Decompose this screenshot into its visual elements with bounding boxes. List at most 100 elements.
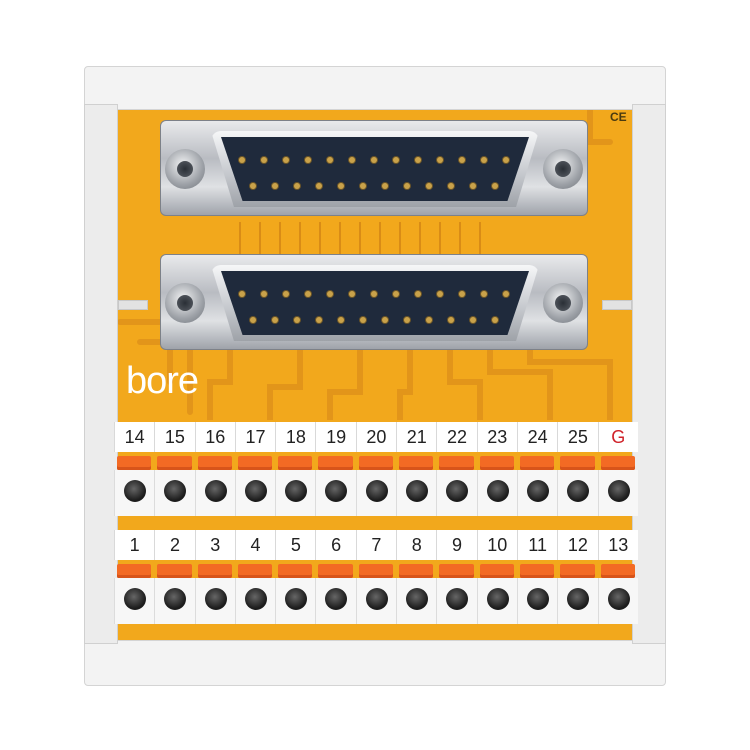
terminal-label: 23: [476, 422, 517, 452]
wire-entry-hole[interactable]: [204, 588, 227, 610]
release-lever[interactable]: [358, 564, 394, 578]
wire-entry-hole[interactable]: [325, 588, 348, 610]
terminal[interactable]: 23: [476, 422, 517, 516]
wire-entry-hole[interactable]: [607, 588, 630, 610]
wire-entry-hole[interactable]: [486, 480, 509, 502]
release-lever[interactable]: [399, 564, 434, 578]
release-lever[interactable]: [237, 456, 273, 470]
release-lever[interactable]: [157, 456, 192, 470]
release-lever[interactable]: [237, 564, 273, 578]
wire-entry-hole[interactable]: [285, 480, 308, 502]
terminal-body: [275, 578, 316, 624]
wire-entry-hole[interactable]: [204, 480, 227, 502]
terminal[interactable]: 13: [597, 530, 638, 624]
release-lever[interactable]: [358, 456, 394, 470]
release-lever[interactable]: [197, 456, 232, 470]
release-lever[interactable]: [117, 456, 152, 470]
pin: [272, 317, 278, 323]
release-lever[interactable]: [439, 564, 474, 578]
release-lever[interactable]: [479, 456, 514, 470]
terminal-label: 4: [234, 530, 276, 560]
terminal[interactable]: 8: [396, 530, 437, 624]
wire-entry-hole[interactable]: [124, 480, 146, 502]
terminal-label: 8: [396, 530, 437, 560]
release-lever[interactable]: [560, 456, 595, 470]
release-lever[interactable]: [318, 456, 353, 470]
terminal[interactable]: 15: [154, 422, 195, 516]
release-lever[interactable]: [519, 456, 555, 470]
release-lever[interactable]: [157, 564, 192, 578]
wire-entry-hole[interactable]: [526, 588, 549, 610]
wire-entry-hole[interactable]: [607, 480, 630, 502]
release-lever[interactable]: [278, 456, 313, 470]
terminal[interactable]: 7: [355, 530, 397, 624]
terminal-body: [557, 578, 598, 624]
terminal[interactable]: 24: [516, 422, 558, 516]
terminal-body: [355, 470, 397, 516]
wire-entry-hole[interactable]: [486, 588, 509, 610]
wire-entry-hole[interactable]: [285, 588, 308, 610]
terminal[interactable]: 25: [557, 422, 598, 516]
terminal[interactable]: 5: [275, 530, 316, 624]
terminal-body: [396, 578, 437, 624]
wire-entry-hole[interactable]: [526, 480, 549, 502]
release-lever[interactable]: [399, 456, 434, 470]
terminal-body: [436, 578, 477, 624]
wire-entry-hole[interactable]: [164, 588, 187, 610]
release-lever[interactable]: [600, 564, 635, 578]
screw-icon: [165, 283, 205, 323]
terminal[interactable]: 17: [234, 422, 276, 516]
terminal[interactable]: G: [597, 422, 638, 516]
housing-clip: [602, 300, 632, 310]
release-lever[interactable]: [117, 564, 152, 578]
terminal[interactable]: 22: [436, 422, 477, 516]
terminal[interactable]: 14: [114, 422, 155, 516]
wire-entry-hole[interactable]: [244, 588, 267, 610]
dsub-connector-upper[interactable]: [160, 120, 588, 216]
terminal-body: [234, 470, 276, 516]
release-lever[interactable]: [439, 456, 474, 470]
release-lever[interactable]: [278, 564, 313, 578]
terminal[interactable]: 21: [396, 422, 437, 516]
terminal[interactable]: 18: [275, 422, 316, 516]
terminal[interactable]: 10: [476, 530, 517, 624]
wire-entry-hole[interactable]: [244, 480, 267, 502]
pin: [415, 291, 421, 297]
release-lever[interactable]: [560, 564, 595, 578]
wire-entry-hole[interactable]: [325, 480, 348, 502]
housing-left-side: [84, 104, 118, 644]
terminal[interactable]: 16: [194, 422, 235, 516]
release-lever[interactable]: [519, 564, 555, 578]
terminal[interactable]: 6: [315, 530, 356, 624]
terminal[interactable]: 2: [154, 530, 195, 624]
release-lever[interactable]: [600, 456, 635, 470]
wire-entry-hole[interactable]: [446, 588, 469, 610]
dsub-connector-lower[interactable]: [160, 254, 588, 350]
release-lever[interactable]: [479, 564, 514, 578]
terminal[interactable]: 1: [114, 530, 155, 624]
wire-entry-hole[interactable]: [567, 480, 590, 502]
terminal[interactable]: 11: [516, 530, 558, 624]
pin: [360, 183, 366, 189]
pin: [305, 291, 311, 297]
wire-entry-hole[interactable]: [567, 588, 590, 610]
wire-entry-hole[interactable]: [124, 588, 146, 610]
pin: [283, 157, 289, 163]
terminal[interactable]: 12: [557, 530, 598, 624]
terminal[interactable]: 19: [315, 422, 356, 516]
wire-entry-hole[interactable]: [406, 480, 429, 502]
pin: [261, 157, 267, 163]
wire-entry-hole[interactable]: [164, 480, 187, 502]
wire-entry-hole[interactable]: [406, 588, 429, 610]
terminal[interactable]: 3: [194, 530, 235, 624]
release-lever[interactable]: [318, 564, 353, 578]
terminal[interactable]: 20: [355, 422, 397, 516]
release-lever[interactable]: [197, 564, 232, 578]
pin: [305, 157, 311, 163]
wire-entry-hole[interactable]: [365, 480, 388, 502]
terminal-label: 19: [315, 422, 356, 452]
wire-entry-hole[interactable]: [446, 480, 469, 502]
wire-entry-hole[interactable]: [365, 588, 388, 610]
terminal[interactable]: 4: [234, 530, 276, 624]
terminal[interactable]: 9: [436, 530, 477, 624]
